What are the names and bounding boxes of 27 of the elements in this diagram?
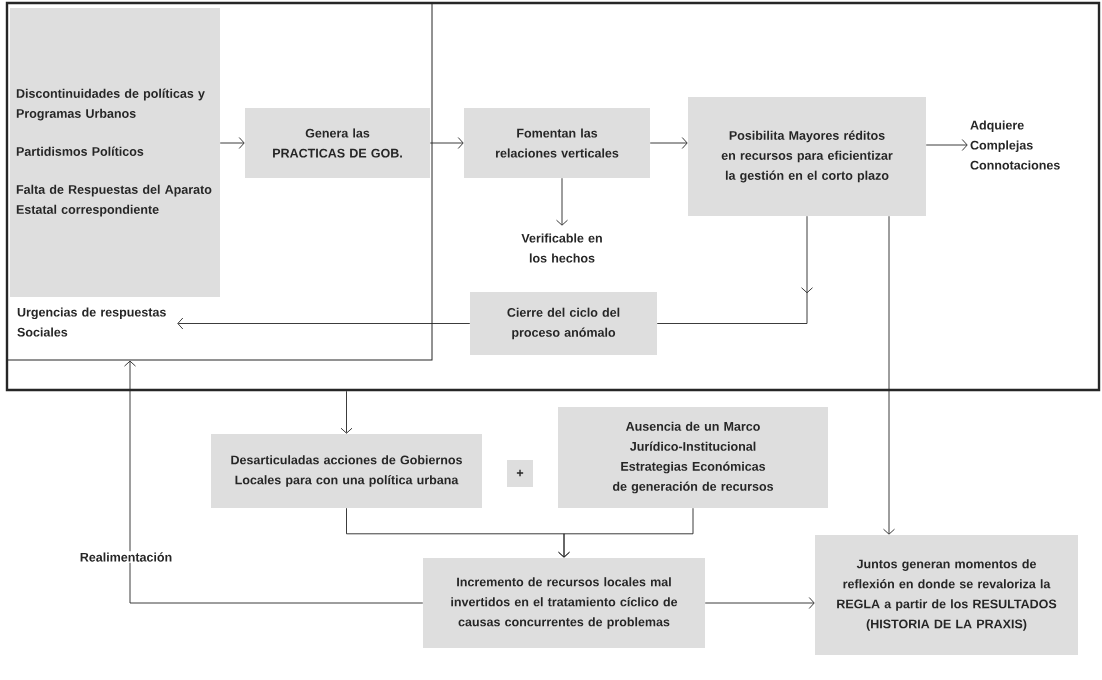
process-box: Cierre del ciclo del proceso anómalo [470, 292, 657, 355]
edge-label: Realimentación [78, 551, 174, 563]
process-box: Juntos generan momentos de reflexión en donde se revaloriza la REGLA a partir de los RESULTADOS (HISTORIA DE LA PRAXIS) [815, 535, 1078, 655]
arrow [556, 177, 568, 226]
arrow [558, 507, 694, 558]
arrow [883, 215, 895, 535]
process-box: Desarticuladas acciones de Gobiernos Locales para con una política urbana [211, 434, 482, 508]
arrow [649, 137, 688, 149]
plus-box: + [507, 460, 533, 487]
text-label: Urgencias de respuestas Sociales [17, 307, 166, 337]
process-box: Incremento de recursos locales mal invertidos en el tratamiento cíclico de causas concurrentes de problemas [423, 558, 705, 648]
process-box: Fomentan las relaciones verticales [464, 108, 650, 178]
text-label: Verificable en los hechos [521, 233, 602, 263]
arrow [925, 139, 968, 151]
arrow [704, 597, 815, 609]
inner-frame [6, 2, 433, 361]
process-box: Discontinuidades de políticas y Programas Urbanos Partidismos Políticos Falta de Respuestas del Aparato Estatal correspondiente [10, 8, 220, 297]
arrow [429, 137, 464, 149]
outer-frame [5, 1, 1101, 392]
arrow [219, 137, 245, 149]
process-box: Ausencia de un Marco Jurídico-Institucional Estrategias Económicas de generación de recursos [558, 407, 828, 508]
arrow [124, 360, 424, 604]
arrow [340, 390, 353, 434]
process-box: Genera las PRACTICAS DE GOB. [245, 108, 430, 178]
text-label: Adquiere Complejas Connotaciones [970, 120, 1060, 170]
process-box: Posibilita Mayores réditos en recursos para eficientizar la gestión en el corto plazo [688, 97, 926, 216]
arrow [177, 317, 471, 330]
